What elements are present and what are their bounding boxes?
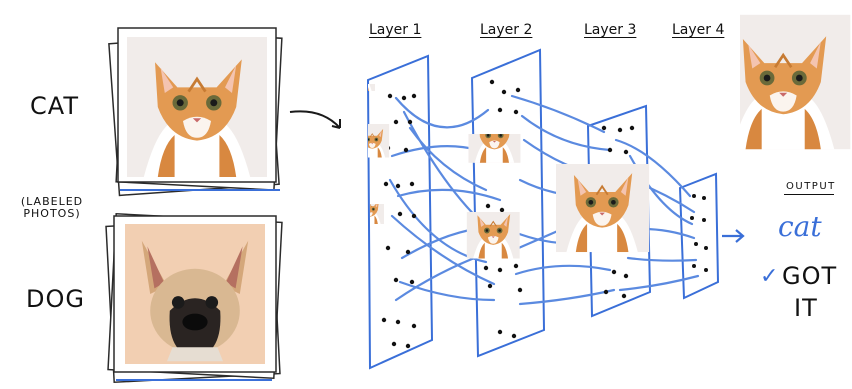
input-arrow-icon xyxy=(289,110,341,129)
layer-4-features xyxy=(716,15,850,149)
layer-planes xyxy=(366,48,720,370)
layer-2-plane xyxy=(470,48,546,358)
output-underline xyxy=(784,194,834,195)
cat-label: CAT xyxy=(30,92,79,120)
layer-1-plane xyxy=(366,54,434,370)
checkmark-icon: ✓ xyxy=(760,264,779,289)
input-arrowhead-icon xyxy=(331,119,341,129)
layer-3-plane xyxy=(586,104,652,318)
dog-label: DOG xyxy=(26,285,85,313)
layer-4-label: Layer 4 xyxy=(672,22,725,38)
output-answer: cat xyxy=(778,210,822,243)
output-arrowhead-icon xyxy=(735,229,745,243)
got-text: GOT xyxy=(782,262,838,290)
labeled-photos-line2: PHOTOS) xyxy=(23,207,81,220)
dog-photo xyxy=(125,224,265,364)
layer-3-label: Layer 3 xyxy=(584,22,637,38)
cat-photo xyxy=(127,36,267,178)
labeled-photos-line1: (LABELED xyxy=(20,195,84,208)
layer-2-label: Layer 2 xyxy=(480,22,533,38)
dog-photo-stack xyxy=(105,212,283,384)
layer-3-features xyxy=(555,158,649,252)
node-dots xyxy=(381,79,708,349)
it-text: IT xyxy=(794,294,818,322)
labeled-photos-label: (LABELED PHOTOS) xyxy=(10,196,94,220)
cat-photo-stack xyxy=(108,27,283,197)
layer-1-label: Layer 1 xyxy=(369,22,422,38)
output-heading: OUTPUT xyxy=(786,181,836,192)
